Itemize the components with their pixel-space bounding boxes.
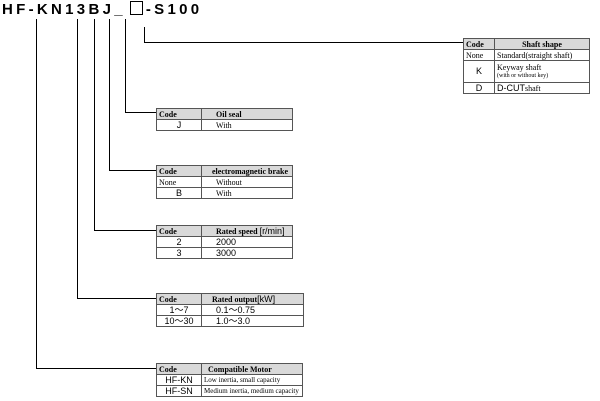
- table-row: HF-SN Medium inertia, medium capacity: [156, 385, 303, 397]
- option-placeholder-box: [129, 1, 143, 15]
- code-cell: None: [156, 176, 202, 188]
- table-row: K Keyway shaft (with or without key): [463, 60, 590, 83]
- connector-brake: [109, 19, 156, 171]
- desc-cell: Medium inertia, medium capacity: [201, 385, 303, 397]
- code-cell: HF-KN: [156, 374, 202, 386]
- desc-line: Keyway shaft: [497, 62, 542, 72]
- desc-cell: Standard(straight shaft): [494, 49, 590, 61]
- connector-output: [77, 19, 156, 299]
- table-header-row: Code Compatible Motor: [156, 363, 303, 375]
- connector-speed: [94, 19, 156, 231]
- header-shaft-shape: Shaft shape: [494, 38, 590, 50]
- header-oil-seal: Oil seal: [201, 108, 293, 120]
- rated-speed-table: Code Rated speed [r/min] 2 2000 3 3000: [156, 225, 293, 259]
- header-unit: [r/min]: [259, 225, 285, 236]
- table-header-row: Code electromagnetic brake: [156, 165, 293, 177]
- desc-cell: With: [201, 119, 293, 131]
- header-brake: electromagnetic brake: [201, 165, 293, 177]
- shaft-shape-table: Code Shaft shape None Standard(straight …: [463, 38, 590, 94]
- table-header-row: Code Rated output[kW]: [156, 293, 304, 305]
- compatible-motor-table: Code Compatible Motor HF-KN Low inertia,…: [156, 363, 303, 397]
- header-code: Code: [156, 363, 202, 375]
- code-cell: D: [463, 82, 495, 94]
- header-compatible-motor: Compatible Motor: [201, 363, 303, 375]
- header-code: Code: [156, 108, 202, 120]
- code-cell: 1～7: [156, 304, 202, 316]
- desc-part: shaft: [525, 83, 541, 93]
- desc-note: (with or without key): [497, 72, 549, 79]
- table-header-row: Code Rated speed [r/min]: [156, 225, 293, 237]
- table-row: 3 3000: [156, 247, 293, 259]
- desc-cell: 1.0～3.0: [201, 315, 304, 327]
- code-cell: 10～30: [156, 315, 202, 327]
- header-rated-speed: Rated speed [r/min]: [201, 225, 293, 237]
- header-code: Code: [156, 293, 202, 305]
- model-code: HF-KN13BJ_ -S100: [2, 1, 202, 18]
- connector-oil-seal: [125, 19, 156, 113]
- code-cell: None: [463, 49, 495, 61]
- connector-motor: [36, 19, 156, 369]
- header-label: Rated speed: [216, 226, 258, 236]
- connector-shaft: [144, 27, 463, 43]
- header-rated-output: Rated output[kW]: [201, 293, 304, 305]
- rated-output-table: Code Rated output[kW] 1～7 0.1～0.75 10～30…: [156, 293, 304, 327]
- header-code: Code: [463, 38, 495, 50]
- model-code-underscore: _: [114, 1, 126, 18]
- header-code: Code: [156, 165, 202, 177]
- table-row: 10～30 1.0～3.0: [156, 315, 304, 327]
- model-code-prefix: HF-KN13BJ: [2, 1, 115, 18]
- desc-cell: Keyway shaft (with or without key): [494, 60, 590, 83]
- table-row: 2 2000: [156, 236, 293, 248]
- code-cell: B: [156, 187, 202, 199]
- code-cell: HF-SN: [156, 385, 202, 397]
- table-row: None Without: [156, 176, 293, 188]
- model-code-suffix: -S100: [145, 1, 203, 18]
- code-cell: K: [463, 60, 495, 83]
- desc-cell: 3000: [201, 247, 293, 259]
- brake-table: Code electromagnetic brake None Without …: [156, 165, 293, 199]
- desc-cell: D-CUTshaft: [494, 82, 590, 94]
- desc-cell: Low inertia, small capacity: [201, 374, 303, 386]
- code-cell: 3: [156, 247, 202, 259]
- table-header-row: Code Shaft shape: [463, 38, 590, 50]
- header-unit: [kW]: [257, 293, 276, 304]
- table-row: 1～7 0.1～0.75: [156, 304, 304, 316]
- desc-cell: Without: [201, 176, 293, 188]
- table-row: B With: [156, 187, 293, 199]
- desc-cell: 0.1～0.75: [201, 304, 304, 316]
- table-row: J With: [156, 119, 293, 131]
- header-label: Rated output: [212, 294, 258, 304]
- table-row: HF-KN Low inertia, small capacity: [156, 374, 303, 386]
- code-cell: J: [156, 119, 202, 131]
- oil-seal-table: Code Oil seal J With: [156, 108, 293, 131]
- desc-cell: With: [201, 187, 293, 199]
- table-header-row: Code Oil seal: [156, 108, 293, 120]
- header-code: Code: [156, 225, 202, 237]
- table-row: None Standard(straight shaft): [463, 49, 590, 61]
- desc-part: D-CUT: [497, 82, 525, 93]
- desc-cell: 2000: [201, 236, 293, 248]
- code-cell: 2: [156, 236, 202, 248]
- table-row: D D-CUTshaft: [463, 82, 590, 94]
